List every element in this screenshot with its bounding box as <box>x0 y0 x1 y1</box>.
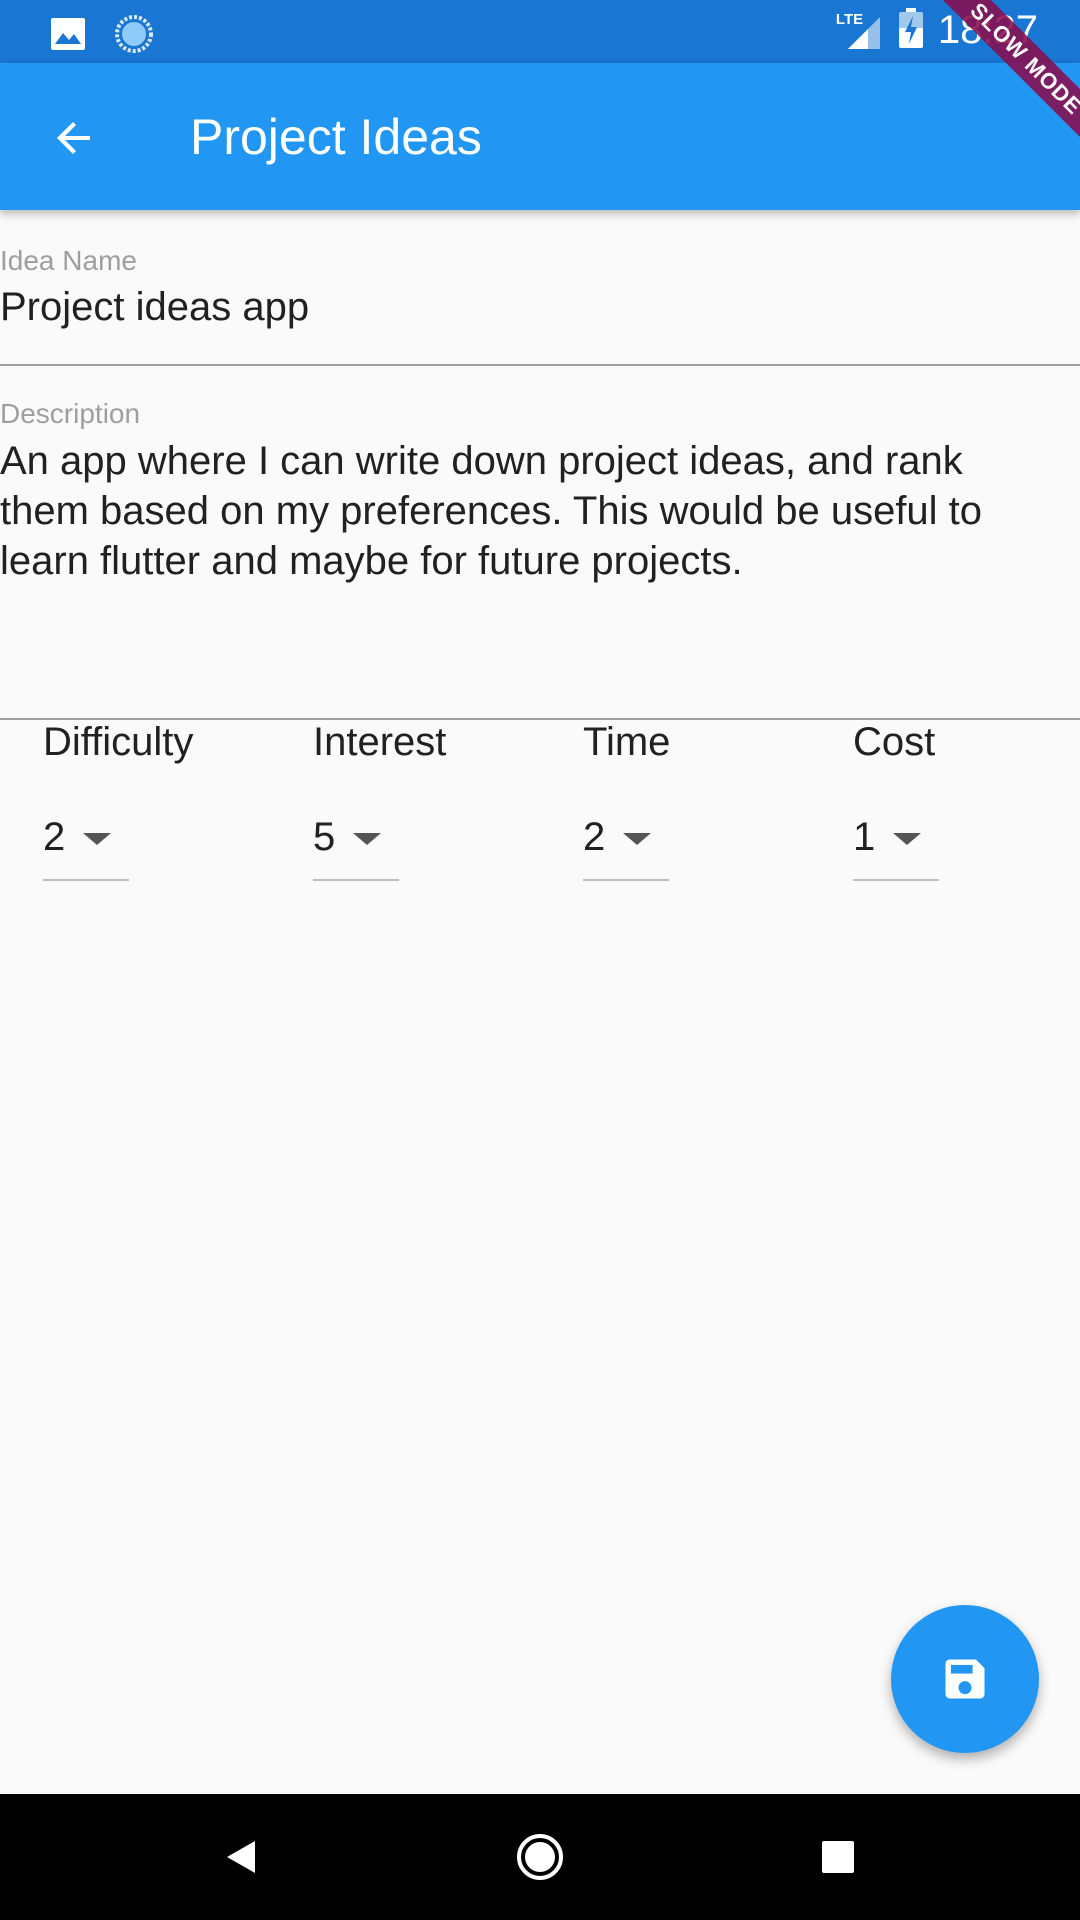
dropdown-arrow-icon <box>353 833 381 845</box>
nav-recents-button[interactable] <box>803 1824 873 1890</box>
difficulty-column: Difficulty 2 <box>43 720 273 881</box>
difficulty-label: Difficulty <box>43 720 194 764</box>
signal-icon: LTE <box>836 11 884 51</box>
time-label: Time <box>583 720 671 764</box>
nav-back-button[interactable] <box>206 1824 276 1890</box>
description-field[interactable]: Description An app where I can write dow… <box>0 366 1080 720</box>
save-icon <box>945 1659 985 1699</box>
idea-name-value: Project ideas app <box>0 285 310 329</box>
sync-icon <box>114 14 154 59</box>
time-value: 2 <box>583 815 606 859</box>
dropdown-arrow-icon <box>623 833 651 845</box>
interest-dropdown[interactable]: 5 <box>313 815 399 881</box>
dropdown-arrow-icon <box>893 833 921 845</box>
page-title: Project Ideas <box>190 109 482 165</box>
idea-name-label: Idea Name <box>0 245 137 276</box>
interest-value: 5 <box>313 815 336 859</box>
status-time: 18:27 <box>937 8 1038 52</box>
network-type-label: LTE <box>835 10 864 28</box>
battery-charging-icon <box>898 8 924 53</box>
cost-label: Cost <box>853 720 936 764</box>
status-bar: LTE 18:27 <box>0 0 1080 63</box>
cost-dropdown[interactable]: 1 <box>853 815 939 881</box>
idea-name-field[interactable]: Idea Name Project ideas app <box>0 210 1080 366</box>
difficulty-dropdown[interactable]: 2 <box>43 815 129 881</box>
cost-column: Cost 1 <box>853 720 1080 881</box>
nav-back-icon <box>227 1841 255 1873</box>
description-value: An app where I can write down project id… <box>0 439 983 583</box>
dropdown-arrow-icon <box>83 833 111 845</box>
app-bar: Project Ideas <box>0 63 1080 210</box>
cost-value: 1 <box>853 815 876 859</box>
save-button[interactable] <box>891 1605 1039 1753</box>
system-nav-bar <box>0 1794 1080 1920</box>
image-icon <box>50 17 86 56</box>
difficulty-value: 2 <box>43 815 66 859</box>
nav-home-button[interactable] <box>505 1824 575 1890</box>
nav-recents-icon <box>822 1841 854 1873</box>
time-dropdown[interactable]: 2 <box>583 815 669 881</box>
interest-label: Interest <box>313 720 447 764</box>
description-label: Description <box>0 398 141 429</box>
back-button[interactable] <box>34 103 114 173</box>
time-column: Time 2 <box>583 720 813 881</box>
arrow-back-icon <box>57 122 90 154</box>
interest-column: Interest 5 <box>313 720 543 881</box>
nav-home-icon <box>517 1834 563 1880</box>
